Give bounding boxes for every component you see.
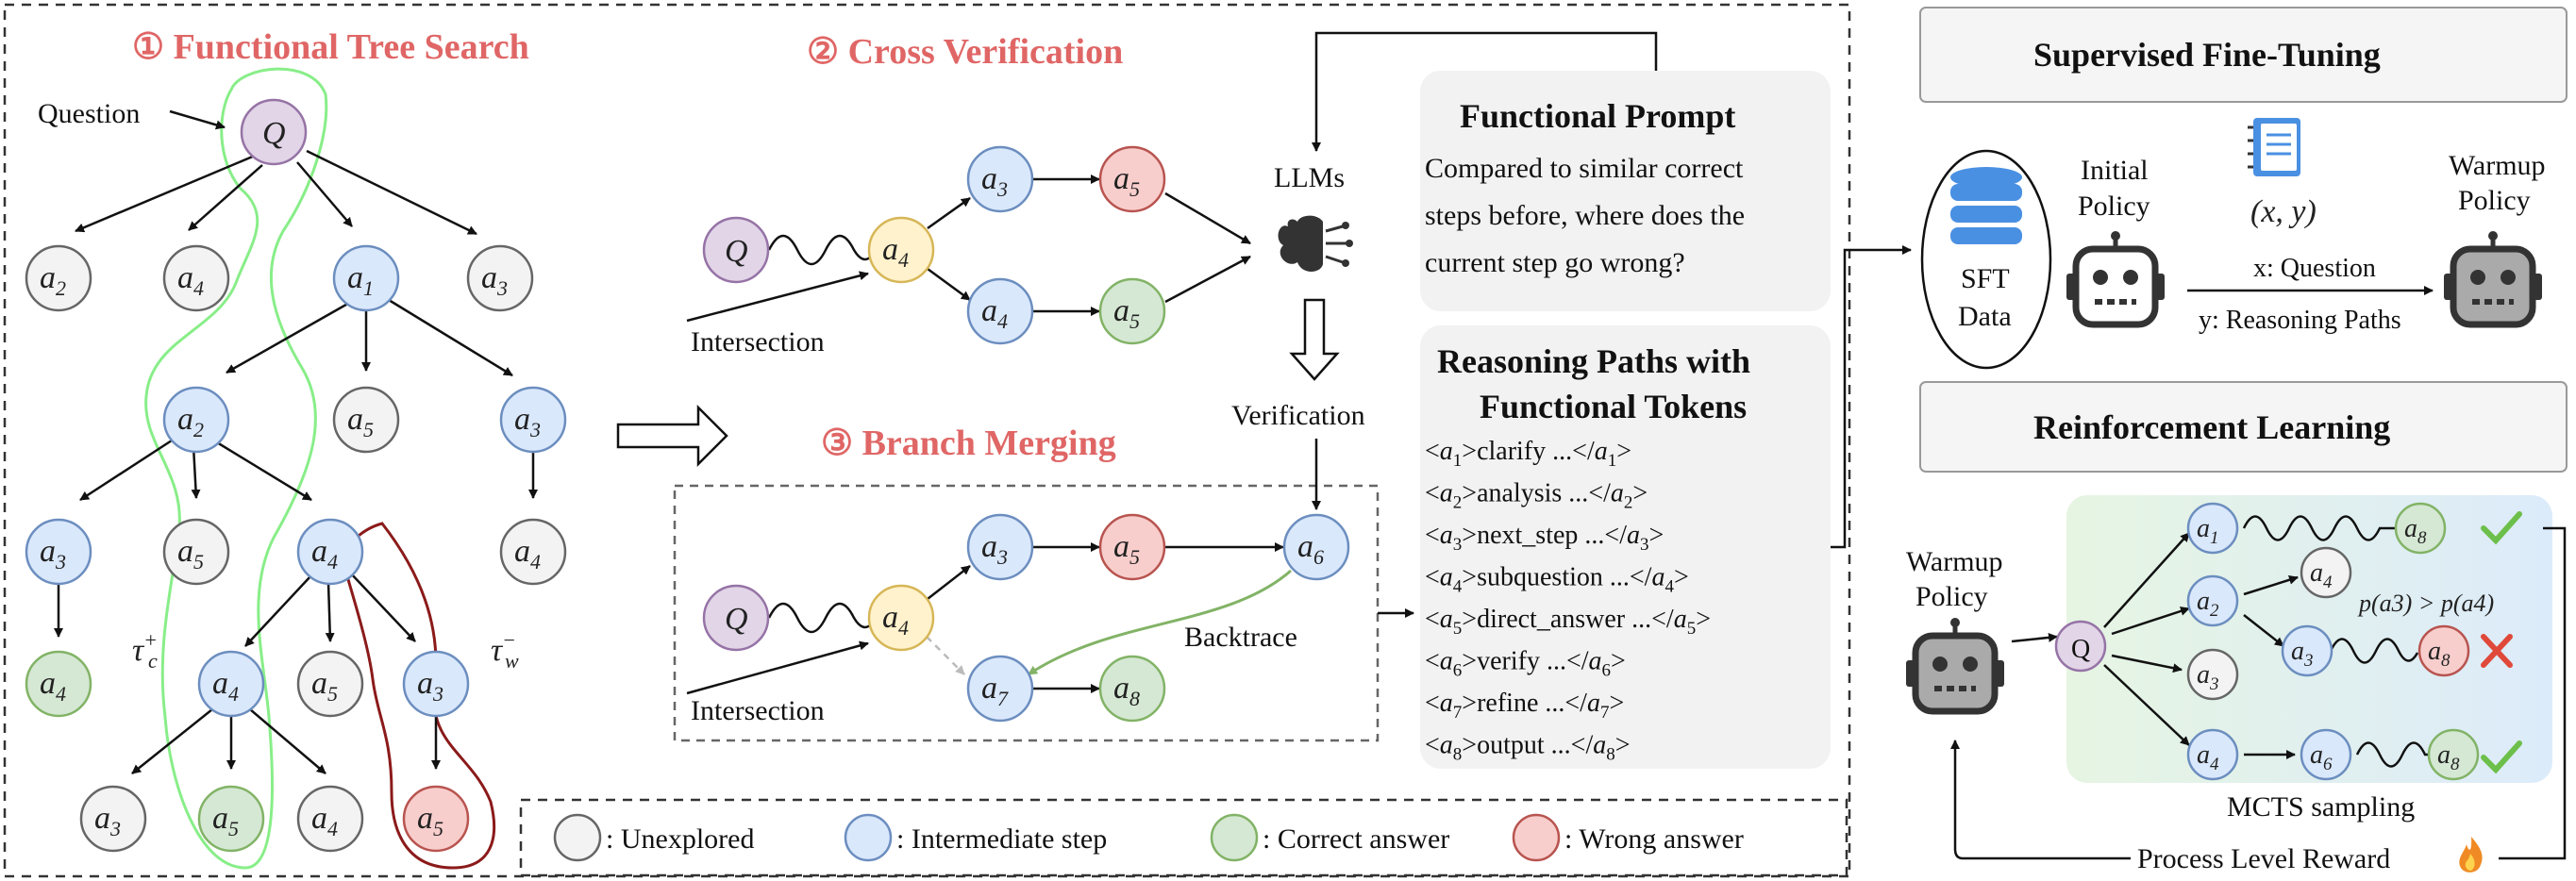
flow-arrow-icon: [616, 404, 728, 468]
question-label: Question: [38, 98, 140, 129]
functional-token-line: <a1>clarify ...</a1>: [1425, 437, 1631, 471]
svg-text:Q: Q: [725, 602, 748, 637]
legend-label-wrong: : Wrong answer: [1564, 823, 1744, 855]
brain-icon: [1278, 215, 1353, 272]
section-title-tree-search: ① Functional Tree Search: [132, 27, 529, 67]
legend-swatch-intermediate: [844, 813, 893, 862]
correct-path-highlight: [144, 67, 328, 870]
initial-policy-robot-icon: [2066, 231, 2165, 328]
tree-nodes: [25, 98, 567, 853]
x-description: x: Question: [2253, 254, 2376, 283]
section-title-branch-merging: ③ Branch Merging: [821, 424, 1116, 463]
functional-token-line: <a3>next_step ...</a3>: [1425, 521, 1664, 555]
initial-policy-line-2: Policy: [2078, 191, 2150, 222]
paths-to-sft-connector: [1831, 245, 1912, 549]
legend: : Unexplored : Intermediate step : Corre…: [553, 813, 1744, 862]
legend-swatch-unexplored: [553, 813, 602, 862]
llms-label: LLMs: [1274, 162, 1345, 193]
check-icon-2: [2481, 740, 2522, 774]
cross-verification-graph: Q a4 a3 a4 a5 a5: [686, 145, 1251, 345]
initial-policy-line-1: Initial: [2081, 155, 2149, 186]
functional-token-list: <a1>clarify ...</a1> <a2>analysis ...</a2…: [1425, 437, 1711, 765]
legend-swatch-wrong: [1512, 813, 1561, 862]
probability-label: p(a3) > p(a4): [2357, 590, 2494, 617]
tree-node-question: [240, 98, 308, 166]
svg-text:Q: Q: [725, 234, 748, 269]
reasoning-paths-title-1: Reasoning Paths with: [1437, 342, 1750, 380]
branch-merging-graph: Q a4 a3 a5 a6 a7 a8: [686, 439, 1350, 723]
functional-token-line: <a2>analysis ...</a2>: [1425, 479, 1648, 513]
warmup-policy-robot-icon: [2444, 231, 2542, 328]
mcts-sampling-label: MCTS sampling: [2227, 791, 2415, 823]
y-description: y: Reasoning Paths: [2199, 306, 2401, 335]
cross-icon: [2481, 634, 2513, 668]
legend-label-unexplored: : Unexplored: [606, 823, 754, 855]
warmup-policy-line-2: Policy: [2458, 185, 2531, 216]
database-icon: [1950, 167, 2022, 244]
legend-label-intermediate: : Intermediate step: [896, 823, 1107, 855]
fire-icon: [2459, 837, 2483, 873]
warmup-policy-line-1: Warmup: [2449, 150, 2546, 181]
reasoning-paths-title-2: Functional Tokens: [1480, 388, 1747, 425]
mcts-tree: Q a1 a2 a3 a4 a4 a3 a6 a8 a8 a8: [2054, 502, 2480, 781]
svg-text:a2: a2: [40, 260, 66, 300]
reward-label: Process Level Reward: [2137, 843, 2390, 874]
functional-token-line: <a7>refine ...</a7>: [1425, 689, 1624, 723]
tau-w-label: τ−w: [491, 628, 519, 673]
notebook-icon: [2248, 118, 2300, 176]
svg-text:Q: Q: [262, 116, 286, 151]
pair-label: (x, y): [2250, 194, 2317, 229]
intersection-label-2: Intersection: [691, 695, 825, 726]
section-title-cross-verification: ② Cross Verification: [807, 32, 1123, 72]
rl-warmup-line-2: Policy: [1915, 581, 1988, 612]
rl-warmup-robot-icon: [1906, 618, 2004, 715]
sft-data-line-2: Data: [1958, 301, 2012, 332]
verification-label: Verification: [1231, 400, 1365, 431]
rl-title: Reinforcement Learning: [2033, 408, 2390, 446]
functional-prompt-line-1: Compared to similar correct: [1425, 153, 1744, 184]
backtrace-label: Backtrace: [1184, 622, 1297, 653]
legend-label-correct: : Correct answer: [1263, 823, 1449, 855]
sft-data-line-1: SFT: [1961, 263, 2010, 294]
functional-token-line: <a5>direct_answer ...</a5>: [1425, 605, 1711, 639]
functional-prompt-box: [1420, 71, 1831, 311]
functional-prompt-title: Functional Prompt: [1460, 97, 1735, 135]
left-panel-border: [3, 3, 1851, 878]
functional-prompt-line-3: current step go wrong?: [1425, 247, 1685, 278]
check-icon-1: [2481, 511, 2522, 545]
rl-title-box: [1919, 381, 2568, 473]
sft-title: Supervised Fine-Tuning: [2033, 36, 2381, 74]
functional-prompt-line-2: steps before, where does the: [1425, 200, 1745, 231]
reward-label-bg: [2131, 838, 2499, 875]
prompt-to-llm-connector: [1312, 31, 1658, 152]
functional-token-line: <a4>subquestion ...</a4>: [1425, 563, 1689, 597]
reasoning-paths-box: [1420, 325, 1831, 769]
legend-box: [519, 798, 1848, 877]
svg-text:a4: a4: [311, 801, 338, 840]
functional-token-line: <a6>verify ...</a6>: [1425, 647, 1626, 681]
intersection-label-1: Intersection: [691, 326, 825, 357]
functional-token-line: <a8>output ...</a8>: [1425, 731, 1631, 765]
rl-warmup-line-1: Warmup: [1906, 546, 2003, 577]
legend-swatch-correct: [1210, 813, 1259, 862]
tau-c-label: τ+c: [132, 628, 158, 673]
sft-data-ellipse: [1920, 149, 2052, 370]
svg-text:Q: Q: [2071, 635, 2090, 664]
verify-down-arrow-icon: [1289, 298, 1340, 381]
rl-policy-arrow: [2011, 632, 2058, 643]
sft-title-box: [1919, 7, 2568, 103]
svg-text:a3: a3: [514, 402, 541, 441]
